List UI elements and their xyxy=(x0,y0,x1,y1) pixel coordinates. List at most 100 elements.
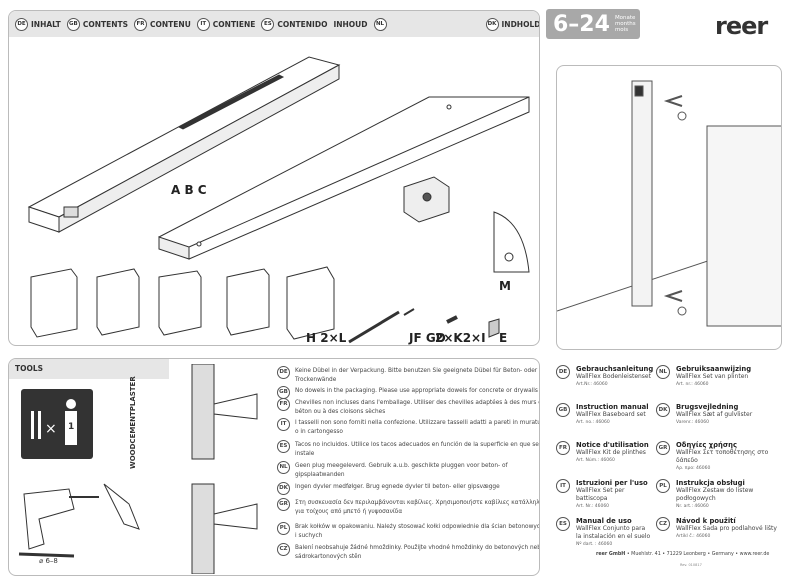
lang-code: ES xyxy=(277,440,290,453)
product-name: WallFlex Set van plinten xyxy=(676,373,749,380)
manual-title: Instrukcja obsługi xyxy=(676,479,745,487)
dowel-illustrations xyxy=(191,364,258,574)
notice-text: Chevilles non incluses dans l'emballage.… xyxy=(295,400,540,415)
wall-type-label: WOODCEMENTPLASTER xyxy=(129,376,137,469)
product-name: WallFlex Kit de plinthes xyxy=(576,449,646,456)
contents-lang-5: INHOUD xyxy=(333,20,367,29)
label-abc: A B C xyxy=(171,183,207,197)
address: • Muehlstr. 41 • 71229 Leonberg • German… xyxy=(625,552,770,557)
article-number: Nº dart. : 46060 xyxy=(576,542,613,547)
notice-text: Keine Dübel in der Verpackung. Bitte ben… xyxy=(295,368,538,383)
lang-code: FR xyxy=(134,17,148,31)
article-number: Art. Núm.: 46060 xyxy=(576,458,615,463)
contents-label: INDHOLD xyxy=(501,19,540,29)
contents-label: INHOUD xyxy=(333,19,368,29)
company-name: reer GmbH xyxy=(596,552,626,557)
product-name: WallFlex Sada pro podlahové lišty xyxy=(676,525,777,532)
article-number: Nr. art.: 46060 xyxy=(676,504,709,509)
tools-box: ×1 xyxy=(21,389,93,459)
contents-lang-6: NL xyxy=(373,17,390,31)
product-name: WallFlex Conjunto para la instalación en… xyxy=(576,525,651,540)
lang-code: FR xyxy=(277,398,290,411)
product-name: WallFlex Sæt af gulvlister xyxy=(676,411,753,418)
lang-code: GB xyxy=(66,17,80,31)
lang-code: GR xyxy=(656,441,670,455)
lang-code: NL xyxy=(373,17,387,31)
contents-label: CONTENTS xyxy=(82,19,129,29)
lang-code: NL xyxy=(656,365,670,379)
footer-address: reer GmbH • Muehlstr. 41 • 71229 Leonber… xyxy=(596,552,769,557)
label-e: E xyxy=(499,331,508,345)
label-jfgd: JF GD xyxy=(409,331,446,345)
contents-label: CONTENU xyxy=(150,19,191,29)
lang-code: DK xyxy=(485,17,499,31)
wrench-screwdriver-person-icon: ×1 xyxy=(31,399,77,445)
manual-title: Návod k použití xyxy=(676,517,736,525)
manual-title: Gebruiksaanwijzing xyxy=(676,365,752,373)
manual-title: Notice d'utilisation xyxy=(576,441,649,449)
lang-code: DE xyxy=(556,365,570,379)
age-range: 6–24 xyxy=(553,11,610,37)
contents-label: CONTIENE xyxy=(212,19,256,29)
notice-text: Στη συσκευασία δεν περιλαμβάνονται καβίλ… xyxy=(295,500,540,515)
article-number: Varenr.: 46060 xyxy=(676,420,709,425)
manual-title: Gebrauchsanleitung xyxy=(576,365,654,373)
notice-text: I tasselli non sono forniti nella confez… xyxy=(295,420,540,435)
label-m: M xyxy=(499,279,511,293)
manual-title: Istruzioni per l'uso xyxy=(576,479,648,487)
notice-text: No dowels in the packaging. Please use a… xyxy=(295,388,538,394)
article-number: Art.Nr.: 46060 xyxy=(576,382,608,387)
lang-code: CZ xyxy=(656,517,670,531)
contents-label: CONTENIDO xyxy=(277,19,328,29)
product-name: WallFlex Bodenleistenset xyxy=(576,373,651,380)
lang-code: DE xyxy=(15,17,28,31)
product-image-panel xyxy=(556,65,782,350)
notice-text: Tacos no incluidos. Utilice los tacos ad… xyxy=(295,442,539,457)
unit-de: Monate xyxy=(614,15,636,21)
lang-code: GR xyxy=(277,498,290,511)
label-h2l: H 2×L xyxy=(306,331,347,345)
article-number: Artikl č.: 46060 xyxy=(676,534,711,539)
revision: Rev. 010817 xyxy=(680,563,702,567)
dowel-notice-es: ES Tacos no incluidos. Utilice los tacos … xyxy=(277,440,539,458)
gate-installation-illustration xyxy=(557,80,781,327)
article-number: Αρ. προ: 46060 xyxy=(676,466,711,471)
article-number: Art. Nr.: 46060 xyxy=(576,504,610,509)
times-sign: × xyxy=(45,421,57,437)
product-name: WallFlex Zestaw do listew podłogowych xyxy=(676,487,754,502)
lang-code: IT xyxy=(277,418,290,431)
product-name: WallFlex Baseboard set xyxy=(576,411,646,418)
article-number: Art. nr.: 46060 xyxy=(676,382,709,387)
manual-title: Manual de uso xyxy=(576,517,632,525)
product-name: WallFlex Set per battiscopa xyxy=(576,487,625,502)
notice-text: Geen plug meegeleverd. Gebruik a.u.b. ge… xyxy=(295,463,508,478)
drill-size: ⌀ 6–8 xyxy=(39,557,58,565)
tools-title: TOOLS xyxy=(9,359,169,379)
lang-code: ES xyxy=(556,517,570,531)
drill-screwdriver-illustration xyxy=(18,483,140,558)
svg-text:1: 1 xyxy=(68,422,74,432)
